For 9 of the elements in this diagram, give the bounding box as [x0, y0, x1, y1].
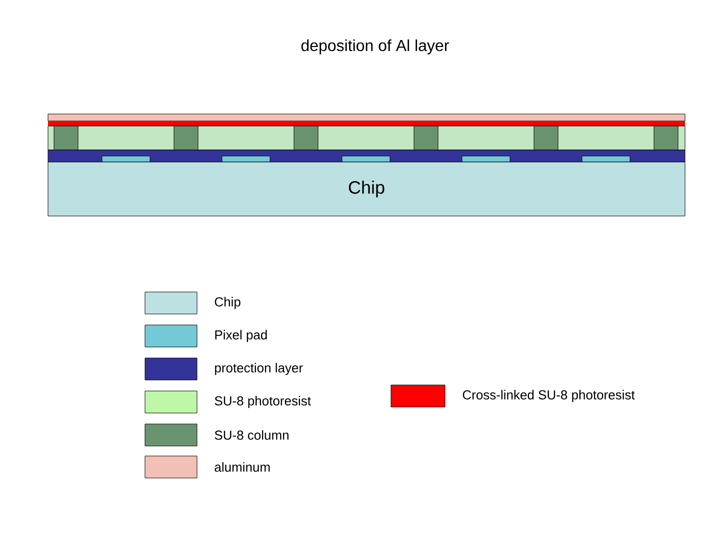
legend-label: protection layer — [215, 362, 303, 376]
chip-layer: Chip — [48, 162, 686, 216]
title: deposition of Al layer — [301, 39, 449, 54]
legend-label: SU-8 column — [214, 430, 288, 440]
legend-label: SU-8 photoresist — [214, 396, 311, 408]
legend-label: aluminum — [214, 462, 270, 472]
legend-label: Chip — [214, 296, 240, 310]
legend-label: Cross-linked SU-8 photoresist — [462, 390, 635, 402]
legend-label: Pixel pad — [215, 330, 267, 342]
